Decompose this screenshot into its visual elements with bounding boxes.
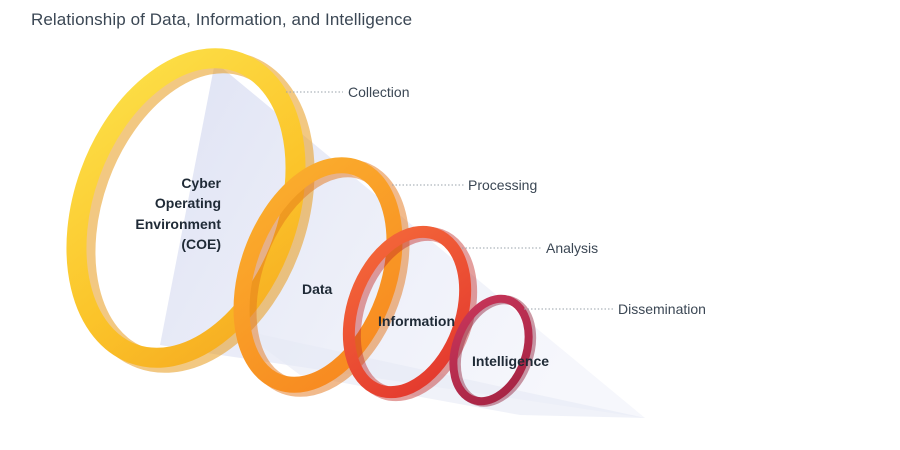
- ring-label-intelligence: Intelligence: [472, 353, 549, 369]
- ring-label-coe-line-3: Environment: [135, 216, 221, 232]
- stage-label-processing: Processing: [468, 177, 537, 193]
- stage-label-dissemination: Dissemination: [618, 301, 706, 317]
- stage-label-collection: Collection: [348, 84, 409, 100]
- diagram-title: Relationship of Data, Information, and I…: [31, 10, 413, 29]
- ring-label-coe-line-4: (COE): [181, 236, 221, 252]
- ring-label-data: Data: [302, 281, 333, 297]
- ring-label-coe-line-2: Operating: [155, 195, 221, 211]
- ring-coe: [66, 48, 315, 373]
- ring-label-information: Information: [378, 313, 455, 329]
- stage-label-analysis: Analysis: [546, 240, 598, 256]
- ring-data: [233, 157, 410, 397]
- funnel-cone-shadow: [240, 330, 645, 418]
- ring-intelligence: [449, 294, 537, 407]
- ring-label-coe-line-1: Cyber: [181, 175, 221, 191]
